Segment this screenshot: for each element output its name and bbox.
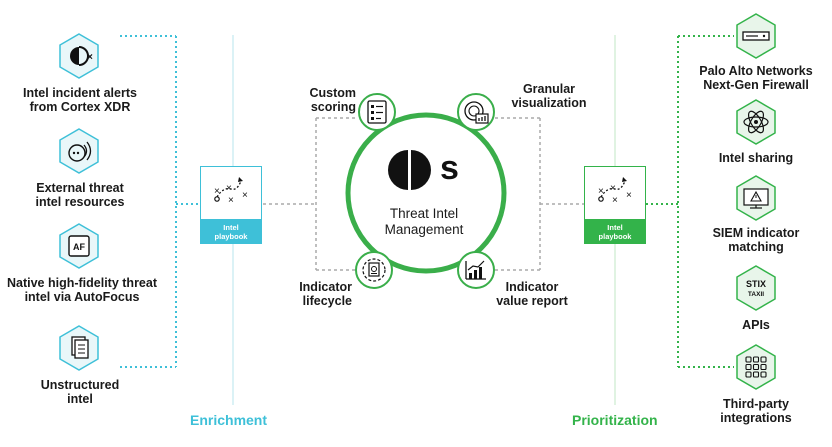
target-label-line: integrations (720, 411, 792, 425)
playbook-icon: × × × × (598, 177, 632, 206)
target-label-line: SIEM indicator (712, 226, 800, 240)
source-label: Unstructured intel (10, 378, 150, 406)
target-label-line: Palo Alto Networks (699, 64, 813, 78)
svg-text:×: × (626, 190, 632, 201)
stix-taxii-icon: STIX TAXII (736, 265, 776, 311)
target-label: Third-party integrations (686, 397, 826, 425)
source-label-line: intel (67, 392, 93, 406)
source-label-line: External threat (36, 181, 124, 195)
source-label-line: Native high-fidelity threat (6, 276, 158, 290)
source-label: Intel incident alerts from Cortex XDR (10, 86, 150, 114)
playbook-label-line: Intel (607, 223, 623, 232)
target-label: SIEM indicator matching (686, 226, 826, 254)
source-label-line: intel resources (35, 195, 125, 209)
node-label-line: scoring (310, 100, 356, 114)
source-label: External threat intel resources (10, 181, 150, 209)
grid-apps-icon (736, 344, 776, 390)
playbook-label: Intel playbook (200, 220, 262, 244)
svg-text:×: × (87, 52, 93, 63)
svg-text:×: × (228, 195, 234, 206)
center-title-line: Management (384, 222, 464, 237)
indicator-lifecycle-label: Indicator lifecycle (290, 280, 352, 308)
granular-visualization-label: Granular visualization (504, 82, 594, 110)
granular-visualization-icon (457, 93, 495, 131)
node-label-line: Granular (522, 82, 576, 96)
target-label-line: Intel sharing (718, 151, 794, 165)
playbook-icon-area: × × × × (584, 166, 646, 220)
autofocus-icon: AF (59, 223, 99, 269)
cortex-xdr-icon: × (59, 33, 99, 79)
playbook-label-line: Intel (223, 223, 239, 232)
source-label-line: from Cortex XDR (29, 100, 131, 114)
svg-text:×: × (214, 186, 220, 197)
target-label-line: matching (728, 240, 784, 254)
playbook-icon: × × × × (214, 177, 248, 206)
center-title-line: Threat Intel (389, 206, 459, 221)
source-label-line: Unstructured (40, 378, 120, 392)
target-label-line: Next-Gen Firewall (703, 78, 809, 92)
svg-text:×: × (610, 183, 616, 194)
svg-text:×: × (242, 190, 248, 201)
taxii-text: TAXII (748, 291, 764, 298)
custom-scoring-icon (358, 93, 396, 131)
prioritization-label: Prioritization (572, 412, 658, 428)
source-label: Native high-fidelity threat intel via Au… (0, 276, 164, 304)
cortex-logo-letter: s (440, 149, 459, 187)
target-label: APIs (686, 318, 826, 332)
indicator-value-report-label: Indicator value report (492, 280, 572, 308)
target-label-line: Third-party (723, 397, 789, 411)
node-label-line: visualization (511, 96, 587, 110)
playbook-label-line: playbook (214, 232, 248, 241)
indicator-value-report-icon (457, 251, 495, 289)
indicator-lifecycle-icon (355, 251, 393, 289)
node-label-line: Custom (309, 86, 356, 100)
left-intel-playbook: × × × × Intel playbook (200, 166, 262, 244)
stix-text: STIX (746, 279, 766, 289)
external-feed-icon (59, 128, 99, 174)
cortex-logo-icon (388, 148, 431, 192)
playbook-label-line: playbook (598, 232, 632, 241)
playbook-icon-area: × × × × (200, 166, 262, 220)
svg-text:×: × (598, 186, 604, 197)
target-label-line: APIs (742, 318, 770, 332)
right-intel-playbook: × × × × Intel playbook (584, 166, 646, 244)
custom-scoring-label: Custom scoring (296, 86, 356, 114)
center-title: Threat Intel Management (354, 206, 494, 238)
firewall-icon (736, 13, 776, 59)
source-label-line: intel via AutoFocus (24, 290, 140, 304)
node-label-line: value report (496, 294, 568, 308)
source-label-line: Intel incident alerts (23, 86, 137, 100)
target-label: Palo Alto Networks Next-Gen Firewall (686, 64, 826, 92)
svg-text:×: × (612, 195, 618, 206)
playbook-label: Intel playbook (584, 220, 646, 244)
enrichment-label: Enrichment (190, 412, 268, 428)
autofocus-badge-text: AF (73, 242, 85, 252)
document-icon (59, 325, 99, 371)
node-label-line: Indicator (299, 280, 352, 294)
atom-sharing-icon (736, 99, 776, 145)
node-label-line: lifecycle (302, 294, 352, 308)
node-label-line: Indicator (505, 280, 559, 294)
siem-icon (736, 175, 776, 221)
svg-text:×: × (226, 183, 232, 194)
target-label: Intel sharing (686, 151, 826, 165)
